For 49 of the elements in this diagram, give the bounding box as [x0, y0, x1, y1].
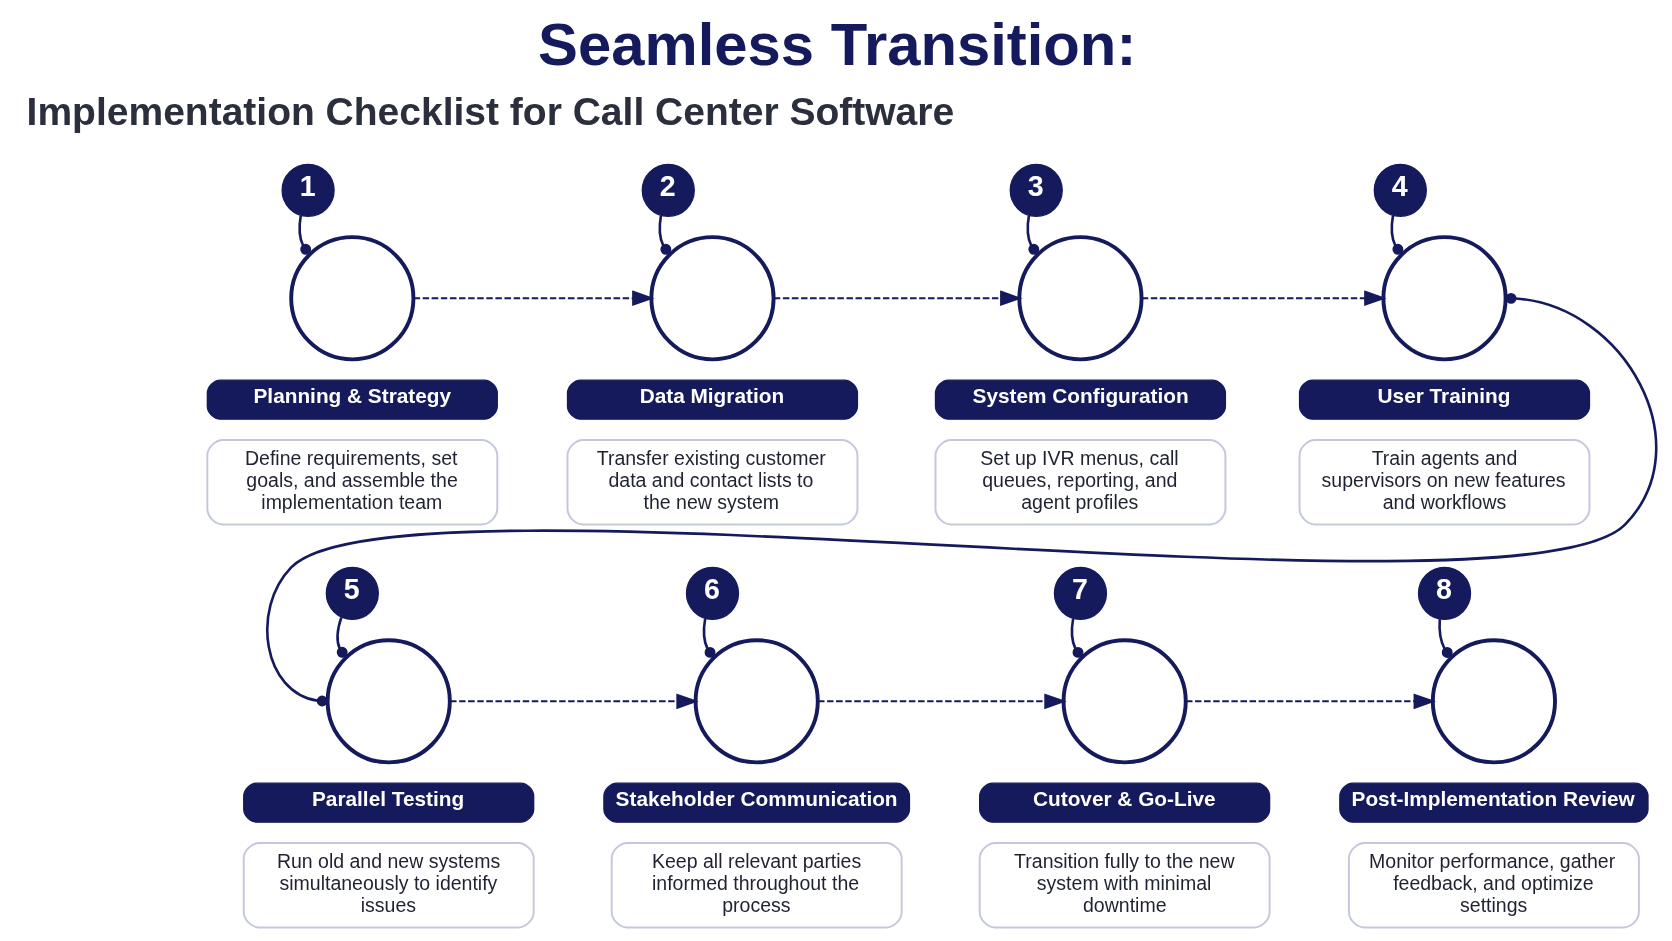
node-box: Post-Implementation Review	[1338, 782, 1649, 823]
node-box: Transfer existing customer data and contact lists to the new system	[566, 438, 858, 526]
arrow	[773, 290, 1022, 307]
node-box: Define requirements, set goals, and assemble the implementation team	[205, 438, 498, 526]
node-box: Set up IVR menus, call queues, reporting, and agent profiles	[934, 438, 1226, 526]
node-circle: 8	[1417, 566, 1471, 621]
node-circle: 4	[1373, 163, 1427, 217]
node-box: Train agents and supervisors on new features and workflows	[1298, 438, 1590, 526]
connector	[1070, 618, 1083, 658]
arrow	[412, 290, 654, 307]
node-box: Monitor performance, gather feedback, and optimize settings	[1347, 842, 1640, 929]
node-box: Cutover & Go-Live	[978, 782, 1270, 823]
node-box: Data Migration	[566, 379, 858, 420]
node-box: Parallel Testing	[242, 782, 534, 823]
diagram-title: Seamless Transition:	[537, 11, 1136, 79]
node-box: User Training	[1298, 379, 1590, 420]
node-circle	[648, 235, 776, 362]
connector	[1025, 215, 1039, 255]
connector	[702, 618, 715, 658]
connector	[265, 292, 1657, 707]
arrow	[817, 693, 1067, 710]
label: Implementation Checklist for Call Center Software	[26, 90, 954, 134]
node-circle: 3	[1009, 163, 1063, 217]
node-circle	[1380, 235, 1508, 362]
arrow	[449, 693, 699, 710]
node-circle	[1430, 638, 1557, 765]
node-circle	[288, 235, 415, 362]
node-circle: 6	[685, 566, 739, 621]
connector	[1390, 215, 1403, 255]
node-circle	[693, 638, 820, 765]
connector	[297, 215, 311, 255]
node-circle: 1	[280, 163, 335, 217]
node-circle: 2	[641, 163, 695, 217]
connector	[657, 215, 671, 255]
arrow	[1185, 693, 1436, 710]
node-box: Stakeholder Communication	[602, 782, 910, 823]
node-box: Planning & Strategy	[206, 379, 498, 420]
node-box: Transition fully to the new system with minimal downtime	[978, 842, 1271, 929]
node-box: Keep all relevant parties informed throughout the process	[610, 842, 903, 929]
node-circle: 5	[325, 566, 379, 621]
node-box: Run old and new systems simultaneously to identify issues	[242, 842, 535, 929]
connector	[1437, 619, 1453, 658]
node-circle	[1016, 235, 1143, 362]
node-circle	[325, 638, 452, 765]
node-circle: 7	[1053, 566, 1107, 621]
node-box: System Configuration	[934, 379, 1226, 420]
connector	[335, 616, 348, 658]
node-circle	[1061, 638, 1188, 765]
arrow	[1141, 290, 1387, 307]
